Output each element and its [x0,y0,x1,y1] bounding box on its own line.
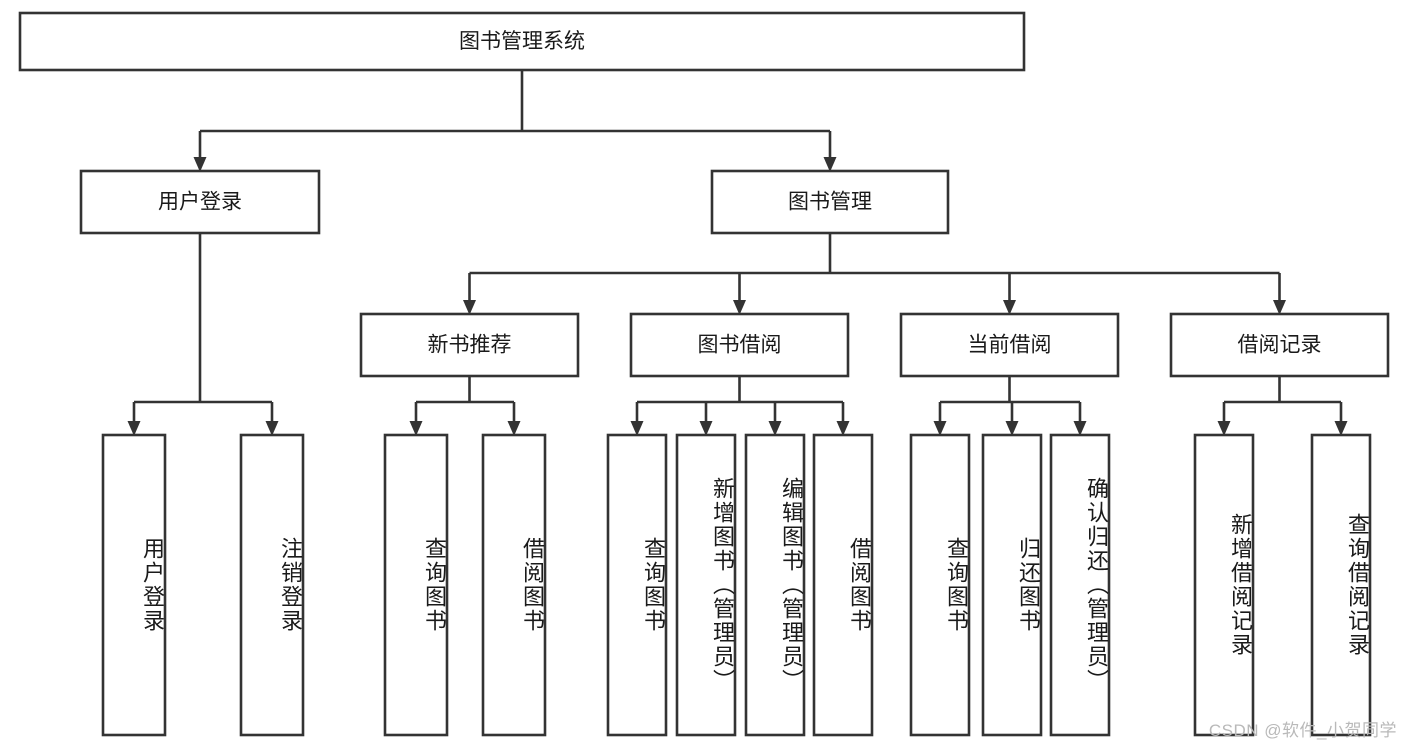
node-box-borrow-record[interactable] [1169,312,1390,378]
node-label-current-borrow: 当前借阅 [968,334,1052,357]
edge-arrowhead [1273,300,1286,315]
node-label-root: 图书管理系统 [459,30,585,53]
edge-arrowhead [127,421,141,436]
node-box-leaf-query-record[interactable] [1310,433,1372,737]
edge-arrowhead [1217,421,1231,436]
node-label-borrow-record: 借阅记录 [1238,334,1322,357]
edge-arrowhead [507,421,521,436]
node-box-leaf-user-login[interactable] [101,433,167,737]
node-box-leaf-query-book-2[interactable] [606,433,668,737]
edge-arrowhead [265,421,279,436]
node-box-book-borrow[interactable] [629,312,850,378]
edge-arrowhead [1073,421,1087,436]
edge-arrowhead [733,300,746,315]
node-box-leaf-borrow-book-1[interactable] [481,433,547,737]
node-box-leaf-borrow-book-2[interactable] [812,433,874,737]
edge-arrowhead [630,421,644,436]
node-box-leaf-confirm-return[interactable] [1049,433,1111,737]
edge-layer [127,70,1348,436]
edge-arrowhead [1005,421,1019,436]
node-box-root[interactable] [18,11,1026,72]
edge-arrowhead [1334,421,1348,436]
node-label-book-manage: 图书管理 [788,191,872,214]
edge-arrowhead [836,421,850,436]
node-label-new-book-rec: 新书推荐 [428,334,512,357]
watermark-text: CSDN @软件_小贺同学 [1208,721,1397,740]
node-label-book-borrow: 图书借阅 [698,334,782,357]
node-box-leaf-query-book-3[interactable] [909,433,971,737]
edge-arrowhead [193,157,207,172]
node-box-current-borrow[interactable] [899,312,1120,378]
edge-arrowhead [1003,300,1016,315]
node-label-user-login: 用户登录 [158,191,242,214]
node-box-leaf-query-book-1[interactable] [383,433,449,737]
node-box-leaf-logout[interactable] [239,433,305,737]
node-box-leaf-add-book[interactable] [675,433,737,737]
edge-arrowhead [699,421,713,436]
edge-arrowhead [768,421,782,436]
node-box-leaf-add-record[interactable] [1193,433,1255,737]
edge-arrowhead [933,421,947,436]
node-box-user-login[interactable] [79,169,321,235]
node-box-leaf-return-book[interactable] [981,433,1043,737]
edge-arrowhead [463,300,476,315]
node-box-new-book-rec[interactable] [359,312,580,378]
node-box-leaf-edit-book[interactable] [744,433,806,737]
edge-arrowhead [823,157,837,172]
edge-arrowhead [409,421,423,436]
node-box-book-manage[interactable] [710,169,950,235]
